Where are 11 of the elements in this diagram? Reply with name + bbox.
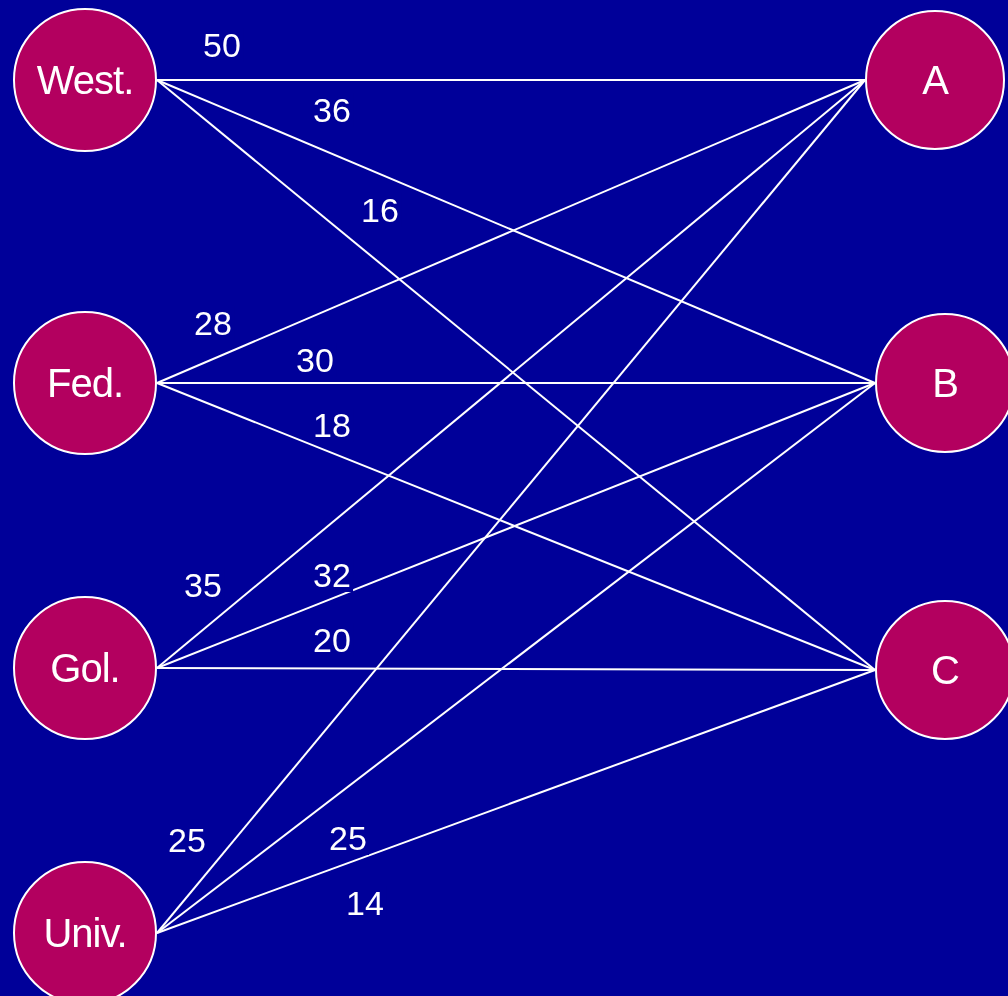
node-label: Fed. — [46, 360, 123, 406]
node-label: West. — [36, 57, 134, 103]
node-label: Gol. — [50, 645, 120, 691]
connector-line — [156, 382, 876, 934]
connector-line — [156, 79, 866, 81]
connector-line — [156, 79, 866, 934]
node-label: Univ. — [43, 910, 127, 956]
node-label: A — [922, 57, 948, 103]
node-label: C — [931, 647, 959, 693]
node-label: B — [932, 360, 958, 406]
connector-line — [156, 669, 876, 934]
